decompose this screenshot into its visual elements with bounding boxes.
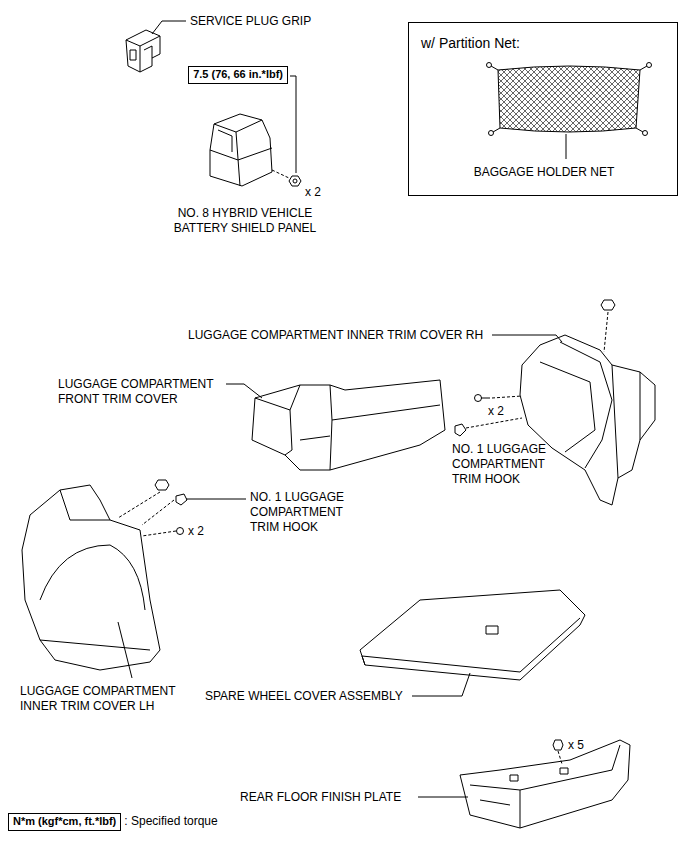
inner-trim-cover-lh-line (142, 500, 174, 525)
torque-value: 7.5 (76, 66 in.*lbf) (193, 68, 283, 80)
front-trim-cover-line (252, 380, 445, 470)
inner-trim-cover-rh-line (492, 335, 562, 342)
part-label-text: NO. 1 LUGGAGE COMPARTMENT TRIM HOOK (452, 442, 546, 486)
part-label-text: SPARE WHEEL COVER ASSEMBLY (205, 689, 403, 703)
battery-shield-panel-line (210, 120, 272, 186)
inner-trim-cover-lh-line (142, 531, 176, 536)
battery-shield-panel-line (272, 170, 289, 178)
spare-wheel-cover-line (360, 590, 585, 680)
service-plug-grip-line (126, 36, 160, 72)
part-label: LUGGAGE COMPARTMENT INNER TRIM COVER RH (188, 328, 483, 343)
spare-wheel-cover-line (362, 618, 580, 672)
part-label: LUGGAGE COMPARTMENT INNER TRIM COVER LH (20, 684, 190, 714)
inner-trim-cover-lh-line (118, 492, 160, 518)
torque-spec-box: 7.5 (76, 66 in.*lbf) (188, 66, 288, 84)
quantity-label-text: x 2 (488, 404, 504, 418)
legend-text-text: : Specified torque (124, 814, 217, 828)
quantity-label: x 2 (305, 185, 321, 200)
part-label: NO. 1 LUGGAGE COMPARTMENT TRIM HOOK (452, 442, 560, 487)
inner-trim-cover-lh-line (155, 480, 169, 490)
quantity-label: x 5 (568, 738, 584, 753)
baggage-holder-net (487, 63, 652, 160)
front-trim-cover-line (255, 385, 440, 470)
variant-heading: w/ Partition Net: (421, 35, 520, 53)
part-label-text: NO. 8 HYBRID VEHICLE BATTERY SHIELD PANE… (174, 206, 317, 235)
spare-wheel-cover-line (412, 673, 470, 696)
variant-panel: w/ Partition Net: BAGGAGE HOLDER NET (408, 22, 678, 196)
inner-trim-cover-rh-line (475, 395, 482, 402)
baggage-holder-net-line (498, 66, 640, 132)
inner-trim-cover-rh-line (520, 335, 655, 505)
battery-shield-panel (210, 76, 301, 186)
front-trim-cover-line (226, 384, 262, 398)
rear-floor-finish-plate-line (560, 768, 568, 774)
battery-shield-panel-line (293, 179, 297, 183)
inner-trim-cover-rh-line (466, 418, 522, 428)
quantity-label: x 2 (488, 404, 504, 419)
service-plug-grip (126, 21, 186, 72)
part-label: NO. 8 HYBRID VEHICLE BATTERY SHIELD PANE… (160, 206, 330, 236)
inner-trim-cover-rh-line (492, 396, 522, 398)
service-plug-grip-line (126, 30, 160, 72)
baggage-holder-net-line (643, 131, 648, 136)
quantity-label-text: x 2 (188, 524, 204, 538)
inner-trim-cover-lh-line (176, 494, 187, 505)
part-label-text: REAR FLOOR FINISH PLATE (240, 790, 401, 804)
inner-trim-cover-rh-line (455, 424, 466, 436)
part-label: NO. 1 LUGGAGE COMPARTMENT TRIM HOOK (250, 490, 358, 535)
part-label-text: LUGGAGE COMPARTMENT FRONT TRIM COVER (58, 377, 213, 406)
part-label: SERVICE PLUG GRIP (190, 14, 311, 29)
part-label: BAGGAGE HOLDER NET (474, 165, 615, 180)
rear-floor-finish-plate-line (558, 751, 562, 764)
spare-wheel-cover-line (486, 626, 498, 634)
rear-floor-finish-plate (418, 740, 630, 828)
inner-trim-cover-lh (22, 480, 246, 678)
inner-trim-cover-rh-line (481, 398, 490, 399)
rear-floor-finish-plate-line (460, 740, 630, 828)
battery-shield-panel-line (290, 76, 296, 173)
inner-trim-cover-lh-line (186, 499, 246, 500)
part-label: REAR FLOOR FINISH PLATE (240, 790, 401, 805)
inner-trim-cover-rh-line (540, 342, 640, 478)
legend-torque-box: N*m (kgf*cm, ft.*lbf) (8, 813, 121, 831)
baggage-holder-net-line (487, 63, 492, 68)
part-label-text: SERVICE PLUG GRIP (190, 14, 311, 28)
inner-trim-cover-lh-line (118, 622, 132, 678)
spare-wheel-cover (360, 590, 585, 696)
part-label-text: NO. 1 LUGGAGE COMPARTMENT TRIM HOOK (250, 490, 344, 534)
quantity-label-text: x 5 (568, 738, 584, 752)
front-trim-cover (226, 380, 445, 470)
part-label: SPARE WHEEL COVER ASSEMBLY (205, 689, 403, 704)
inner-trim-cover-rh-line (604, 312, 608, 352)
baggage-holder-net-line (491, 66, 647, 132)
quantity-label: x 2 (188, 524, 204, 539)
part-label-text: LUGGAGE COMPARTMENT INNER TRIM COVER LH (20, 684, 175, 713)
rear-floor-finish-plate-line (510, 775, 518, 781)
rear-floor-finish-plate-line (553, 740, 563, 750)
torque-value: N*m (kgf*cm, ft.*lbf) (13, 815, 116, 827)
inner-trim-cover-lh-line (177, 528, 184, 535)
rear-floor-finish-plate-line (418, 797, 468, 798)
quantity-label-text: x 2 (305, 185, 321, 199)
inner-trim-cover-lh-line (22, 485, 160, 670)
service-plug-grip-line (130, 50, 136, 60)
part-label-text: LUGGAGE COMPARTMENT INNER TRIM COVER RH (188, 328, 483, 342)
baggage-holder-net-line (489, 131, 494, 136)
inner-trim-cover-lh-line (40, 490, 150, 650)
legend-text: : Specified torque (124, 814, 217, 829)
part-label: LUGGAGE COMPARTMENT FRONT TRIM COVER (58, 377, 223, 407)
battery-shield-panel-line (289, 176, 301, 186)
inner-trim-cover-rh-line (601, 300, 615, 310)
baggage-holder-net-line (647, 63, 652, 68)
rear-floor-finish-plate-line (470, 745, 620, 828)
service-plug-grip-line (152, 21, 186, 34)
baggage-holder-net-line (566, 134, 567, 159)
battery-shield-panel-line (210, 114, 272, 186)
